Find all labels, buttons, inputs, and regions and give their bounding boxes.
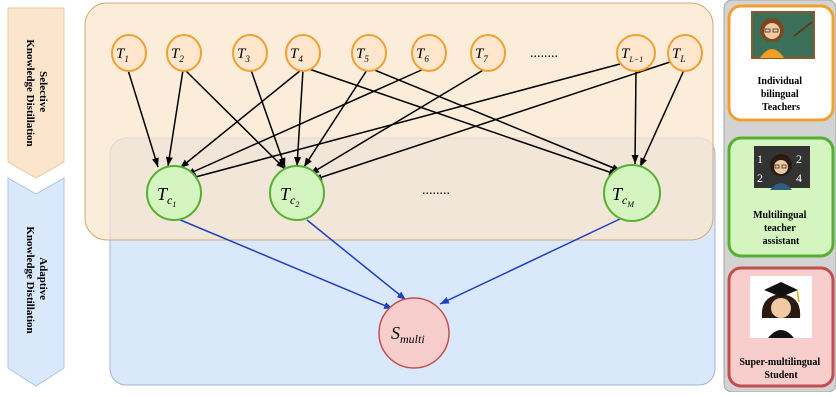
arrow-t2-c2 [184,69,286,170]
svg-text:4: 4 [796,171,802,185]
teacher-node-l-minus-1: TL−1 [616,34,656,72]
teacher-node-3: T3 [232,34,268,72]
legend-teacher-line1: Individual [758,76,803,87]
arrow-c1-student [177,218,394,310]
teacher-avatar-icon [751,11,815,59]
arrow-t3-c2 [250,69,286,168]
teacher-to-assistant-arrows [127,61,685,181]
arrow-t4-cm [305,67,619,176]
teacher-sub: 5 [364,54,369,64]
selective-stage-line1: Selective [37,71,49,112]
teacher-sub: 1 [124,54,129,64]
student-avatar-icon [750,276,812,338]
adaptive-stage-arrow: Adaptive Knowledge Distillation [7,177,65,387]
arrow-t4-c1 [179,69,302,169]
svg-text:2: 2 [757,171,763,185]
assistant-sub: 2 [295,200,299,209]
svg-text:1: 1 [757,152,763,166]
teacher-sub: 4 [298,54,303,64]
teacher-node-6: T6 [411,34,447,72]
teacher-node-l: TL [667,34,703,72]
legend-teacher-card: Individual bilingual Teachers [727,4,835,122]
teacher-node-7: T7 [470,34,506,72]
teacher-node-5: T5 [351,34,387,72]
legend-assistant-card: 1 2 2 4 Multilingual teacher assistant [727,136,835,258]
assistant-avatar-icon: 1 2 2 4 [754,146,810,190]
legend-student-line1: Super-multilingual [739,357,820,368]
selective-stage-line2: Knowledge Distillation [24,39,36,146]
arrow-tl-c2 [312,61,671,181]
legend-student-line2: Student [764,370,798,381]
arrow-tlm1-cm [631,69,639,165]
teacher-node-2: T2 [166,34,202,72]
teacher-sub: L [679,54,685,64]
legend-student-card: Super-multilingual Student [727,266,835,388]
assistant-to-student-arrows [177,217,623,310]
assistant-node-m: TcM [603,164,661,222]
legend-teacher-line3: Teachers [762,102,800,113]
teacher-ellipsis: ........ [530,46,558,61]
legend-assistant-line1: Multilingual [753,210,807,221]
arrow-cm-student [439,217,623,305]
arrow-t5-c2 [303,69,368,168]
legend-teacher-line2: bilingual [761,89,799,100]
student-node: Smulti [378,297,450,369]
legend-panel: Individual bilingual Teachers 1 2 2 4 M [723,0,836,393]
arrow-t7-c2 [309,68,486,175]
svg-text:Multilingual teacher: Multilingual teacher assistant [753,210,809,247]
assistant-node-1: Tc1 [146,165,202,221]
assistant-ellipsis: ........ [422,183,450,198]
teacher-nodes: T1 T2 T3 T4 T5 T6 T7 ........ TL−1 [111,34,703,72]
svg-text:Individual bilingual: Individual bilingual Teachers [758,76,805,113]
teacher-sub: 2 [179,54,184,64]
adaptive-stage-line1: Adaptive [37,257,49,300]
teacher-node-4: T4 [285,34,321,72]
assistant-sub: 1 [172,200,176,209]
adaptive-stage-line2: Knowledge Distillation [24,226,36,333]
selective-stage-label: Selective Knowledge Distillation [24,39,49,146]
adaptive-stage-label: Adaptive Knowledge Distillation [24,226,49,333]
svg-text:2: 2 [796,152,802,166]
teacher-sub: 3 [244,54,250,64]
teacher-sub: 7 [483,54,488,64]
arrow-tl-cm [639,69,685,168]
teacher-node-1: T1 [111,34,147,72]
assistant-node-2: Tc2 [269,165,325,221]
svg-text:Super-multilingual Stu: Super-multilingual Student [739,357,822,381]
assistant-nodes: Tc1 Tc2 ........ TcM [146,164,661,222]
student-sub: multi [400,332,425,346]
arrow-t2-c1 [165,69,184,167]
legend-assistant-line3: assistant [763,236,800,247]
teacher-sub: 6 [424,54,429,64]
selective-stage-arrow: Selective Knowledge Distillation [7,7,65,179]
arrow-c2-student [306,219,407,301]
legend-assistant-line2: teacher [764,223,796,234]
arrow-tlm1-c1 [187,63,621,181]
arrow-t1-c1 [127,69,159,168]
assistant-sub: M [626,200,635,209]
arrow-t6-c1 [185,67,427,176]
teacher-sub: L−1 [628,55,643,64]
